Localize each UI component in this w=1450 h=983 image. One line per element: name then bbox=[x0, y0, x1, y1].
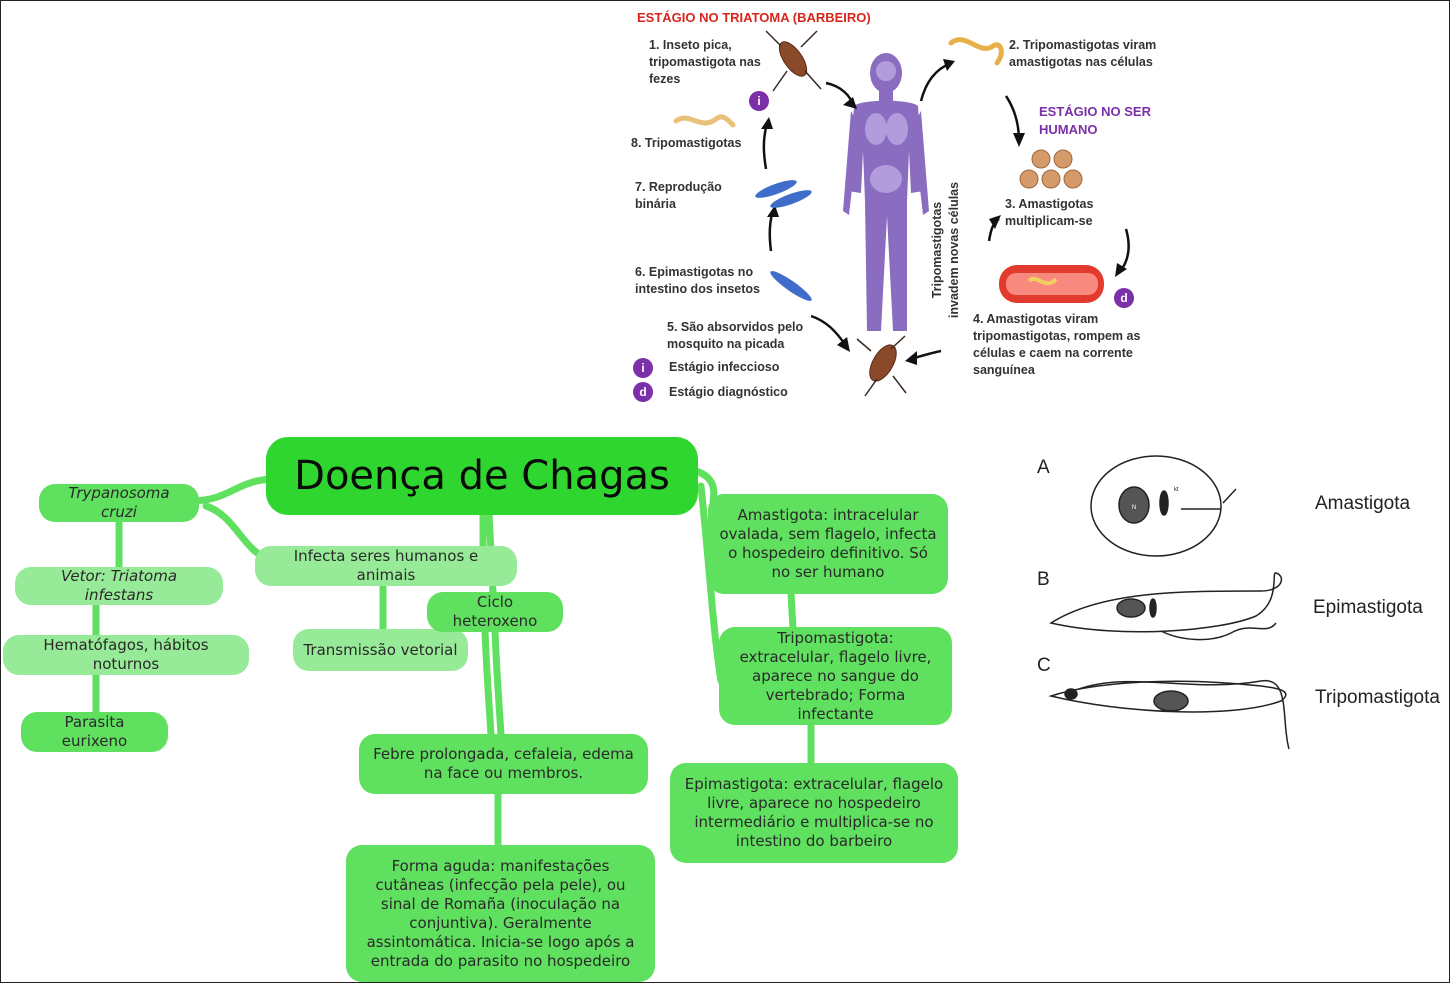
step-2-text: 2. Tripomastigotas viram amastigotas nas… bbox=[1009, 38, 1157, 69]
link-cycle-symptoms-2 bbox=[491, 627, 505, 739]
node-amastigota[interactable]: Amastigota: intracelular ovalada, sem fl… bbox=[708, 494, 948, 594]
amastigote-cluster bbox=[1019, 149, 1083, 189]
morph-name-tripomastigota: Tripomastigota bbox=[1315, 687, 1440, 708]
legend-infective-text: Estágio infeccioso bbox=[669, 360, 780, 374]
trypomastigote-kinetoplast bbox=[1064, 688, 1078, 700]
epimastigote-shape bbox=[1049, 572, 1283, 633]
amastigote-kinetoplast bbox=[1159, 490, 1169, 516]
legend-mark-i: i bbox=[641, 361, 644, 375]
step-1-text: 1. Inseto pica, tripomastigota nas fezes bbox=[649, 38, 761, 86]
morph-label-a: A bbox=[1037, 457, 1050, 478]
morphology-figure: N kt A B C Amastigota Epimastigota Tripo… bbox=[1031, 451, 1449, 751]
node-infecta-hosts[interactable]: Infecta seres humanos e animais bbox=[255, 546, 517, 586]
nucleus-mark-a: N bbox=[1132, 505, 1136, 511]
trypomastigote-nucleus bbox=[1153, 690, 1189, 712]
legend-infective-badge bbox=[633, 358, 653, 378]
step-4-text: 4. Amastigotas viram tripomastigotas, ro… bbox=[973, 312, 1141, 377]
node-transmissao-vetorial[interactable]: Transmissão vetorial bbox=[293, 629, 468, 671]
morph-label-b: B bbox=[1037, 569, 1050, 590]
node-parasita-eurixeno[interactable]: Parasita eurixeno bbox=[21, 712, 168, 752]
node-epimastigota[interactable]: Epimastigota: extracelular, flagelo livr… bbox=[670, 763, 958, 863]
node-vetor[interactable]: Vetor: Triatoma infestans bbox=[15, 567, 223, 605]
triatoma-insect-top bbox=[765, 30, 822, 92]
human-body-figure bbox=[843, 53, 929, 331]
epimastigote-kinetoplast bbox=[1149, 598, 1157, 618]
trypomastigote-sketch-top bbox=[948, 37, 1004, 66]
legend-mark-d: d bbox=[639, 385, 646, 399]
blood-vessel bbox=[999, 265, 1104, 303]
badge-mark-d: d bbox=[1120, 291, 1127, 305]
morph-name-epimastigota: Epimastigota bbox=[1313, 597, 1423, 618]
step-3-text: 3. Amastigotas multiplicam-se bbox=[1005, 197, 1094, 228]
stage-insect-title: ESTÁGIO NO TRIATOMA (BARBEIRO) bbox=[637, 10, 871, 25]
vertical-invade-label: Tripomastigotas invadem novas células bbox=[930, 181, 961, 319]
link-cycle-symptoms bbox=[481, 627, 495, 739]
step-7-text: 7. Reprodução binária bbox=[635, 180, 722, 211]
epimastigote-nucleus bbox=[1116, 598, 1146, 618]
step-8-text: 8. Tripomastigotas bbox=[631, 136, 742, 150]
morph-label-c: C bbox=[1037, 655, 1051, 676]
kinetoplast-mark-a: kt bbox=[1174, 487, 1179, 493]
legend-diagnostic-badge bbox=[633, 382, 653, 402]
morphology-drawing: N kt bbox=[1048, 455, 1290, 750]
link-root-agent bbox=[187, 475, 280, 505]
trypomastigote-sketch-left bbox=[673, 114, 736, 128]
stage-human-title: ESTÁGIO NO SER HUMANO bbox=[1039, 104, 1151, 137]
infective-badge-top bbox=[749, 91, 769, 111]
legend-diagnostic-text: Estágio diagnóstico bbox=[669, 385, 788, 399]
root-node-doenca-de-chagas[interactable]: Doença de Chagas bbox=[266, 437, 698, 515]
step-6-text: 6. Epimastigotas no intestino dos inseto… bbox=[635, 265, 761, 296]
node-forma-aguda[interactable]: Forma aguda: manifestações cutâneas (inf… bbox=[346, 845, 655, 982]
amastigote-shape bbox=[1090, 455, 1222, 557]
node-sintomas[interactable]: Febre prolongada, cefaleia, edema na fac… bbox=[359, 734, 648, 794]
morph-name-amastigota: Amastigota bbox=[1315, 493, 1411, 514]
link-root-trypomastigote bbox=[697, 482, 725, 685]
badge-mark-i: i bbox=[757, 94, 760, 108]
node-ciclo-heteroxeno[interactable]: Ciclo heteroxeno bbox=[427, 592, 563, 632]
diagnostic-badge-right bbox=[1114, 288, 1134, 308]
amastigote-nucleus bbox=[1118, 486, 1150, 524]
node-tripomastigota[interactable]: Tripomastigota: extracelular, flagelo li… bbox=[719, 627, 952, 725]
arrow-heads bbox=[761, 59, 1127, 365]
life-cycle-drawing: i d i d bbox=[633, 30, 1134, 402]
node-trypanosoma-cruzi[interactable]: Trypanosoma cruzi bbox=[39, 484, 199, 522]
triatoma-insect-bottom bbox=[856, 335, 907, 397]
node-hematofagos[interactable]: Hematófagos, hábitos noturnos bbox=[3, 635, 249, 675]
epimastigote-sketches bbox=[755, 180, 812, 301]
life-cycle-illustration: i d i d ESTÁGIO NO TRIATOMA (BARBEIRO) E… bbox=[621, 1, 1181, 411]
step-5-text: 5. São absorvidos pelo mosquito na picad… bbox=[667, 320, 804, 351]
trypomastigote-shape bbox=[1048, 680, 1287, 713]
link-amastigote-trypomastigote bbox=[787, 589, 797, 633]
